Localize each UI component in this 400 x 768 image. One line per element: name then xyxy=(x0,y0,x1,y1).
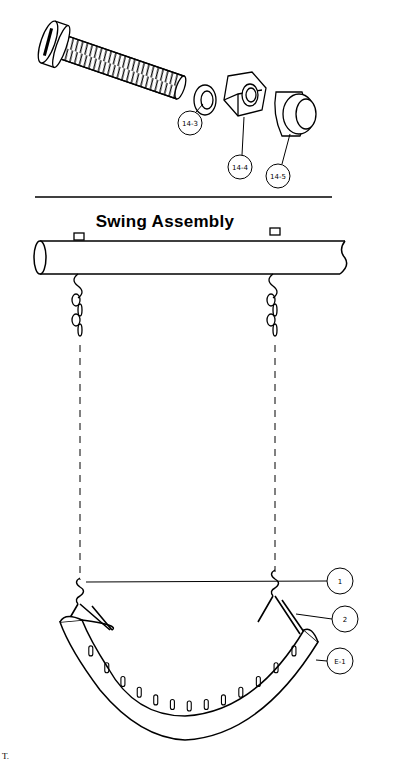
washer xyxy=(194,85,216,115)
seat-slot xyxy=(221,695,225,705)
seat-strap xyxy=(64,596,304,634)
section-title: Swing Assembly xyxy=(94,213,237,230)
top-pipe xyxy=(340,241,347,274)
chain-break-line xyxy=(80,345,275,580)
seat-slot xyxy=(292,646,296,656)
chain-hanger xyxy=(74,233,84,240)
callout-circle xyxy=(242,117,244,155)
seat-slot xyxy=(89,646,93,656)
bolt xyxy=(57,35,184,99)
seat-slot xyxy=(121,677,125,687)
swing-seat xyxy=(60,616,82,622)
seat-slot xyxy=(137,687,141,697)
swing-seat xyxy=(82,620,113,630)
seat-slot xyxy=(274,663,278,673)
callout-number: 14-5 xyxy=(270,173,286,180)
swing-seat xyxy=(60,616,318,740)
hex-nut xyxy=(237,94,238,116)
s-hook xyxy=(271,570,278,596)
seat-slots xyxy=(89,646,296,711)
callout-number: 2 xyxy=(343,616,347,623)
callout-circle xyxy=(332,606,358,632)
seat-slot xyxy=(239,687,243,697)
callout-circle xyxy=(228,155,252,179)
callout-circle xyxy=(327,648,353,674)
bolt xyxy=(34,19,191,110)
callout-number: 14-4 xyxy=(232,164,248,171)
swing-seat xyxy=(60,620,318,740)
hex-nut xyxy=(242,84,258,106)
callout-circle xyxy=(316,660,327,661)
seat-slot xyxy=(170,699,174,709)
seat-slot xyxy=(105,663,109,673)
callout-number: E-1 xyxy=(334,658,345,665)
cap-nut xyxy=(283,94,315,134)
callout-circle xyxy=(178,104,290,188)
callout-circle xyxy=(86,581,327,582)
callout-circle xyxy=(86,568,358,674)
hex-nut xyxy=(224,72,266,116)
chain-hanger xyxy=(74,228,280,298)
callout-circle xyxy=(266,164,290,188)
seat-slot xyxy=(187,701,191,711)
washer xyxy=(201,91,213,109)
callout-circle xyxy=(327,568,353,594)
page-note: T. xyxy=(2,752,9,761)
callout-circle xyxy=(178,111,202,135)
chain-break-line xyxy=(80,345,81,580)
hex-nut xyxy=(224,72,266,116)
cap-nut xyxy=(275,92,316,136)
chain-link xyxy=(78,304,82,316)
seat-slot xyxy=(154,695,158,705)
bolt xyxy=(42,28,53,55)
chain-link xyxy=(273,304,277,316)
chain-link xyxy=(78,324,82,336)
callout-number: 1 xyxy=(338,578,342,585)
callout-circle xyxy=(196,104,203,112)
chain-link xyxy=(273,324,277,336)
bolt xyxy=(57,35,184,99)
chain-break-line xyxy=(275,345,276,572)
cap-nut xyxy=(296,99,316,129)
chain-hanger xyxy=(270,228,280,235)
s-hook xyxy=(76,578,83,604)
top-pipe xyxy=(34,241,46,274)
swing-seat xyxy=(304,629,318,642)
hex-nut xyxy=(246,88,256,102)
top-pipe xyxy=(40,241,345,274)
chain-links xyxy=(72,294,277,336)
seat-slot xyxy=(256,677,260,687)
callout-number: 14-3 xyxy=(182,120,198,127)
washer xyxy=(194,85,216,115)
seat-strap xyxy=(258,596,304,634)
top-pipe xyxy=(34,241,347,274)
s-hook xyxy=(76,570,278,604)
bolt xyxy=(34,19,62,65)
bolt xyxy=(173,75,188,100)
seat-slot xyxy=(204,699,208,709)
callout-circle xyxy=(296,614,332,619)
section-rule xyxy=(35,196,332,197)
callout-circle xyxy=(282,134,290,164)
